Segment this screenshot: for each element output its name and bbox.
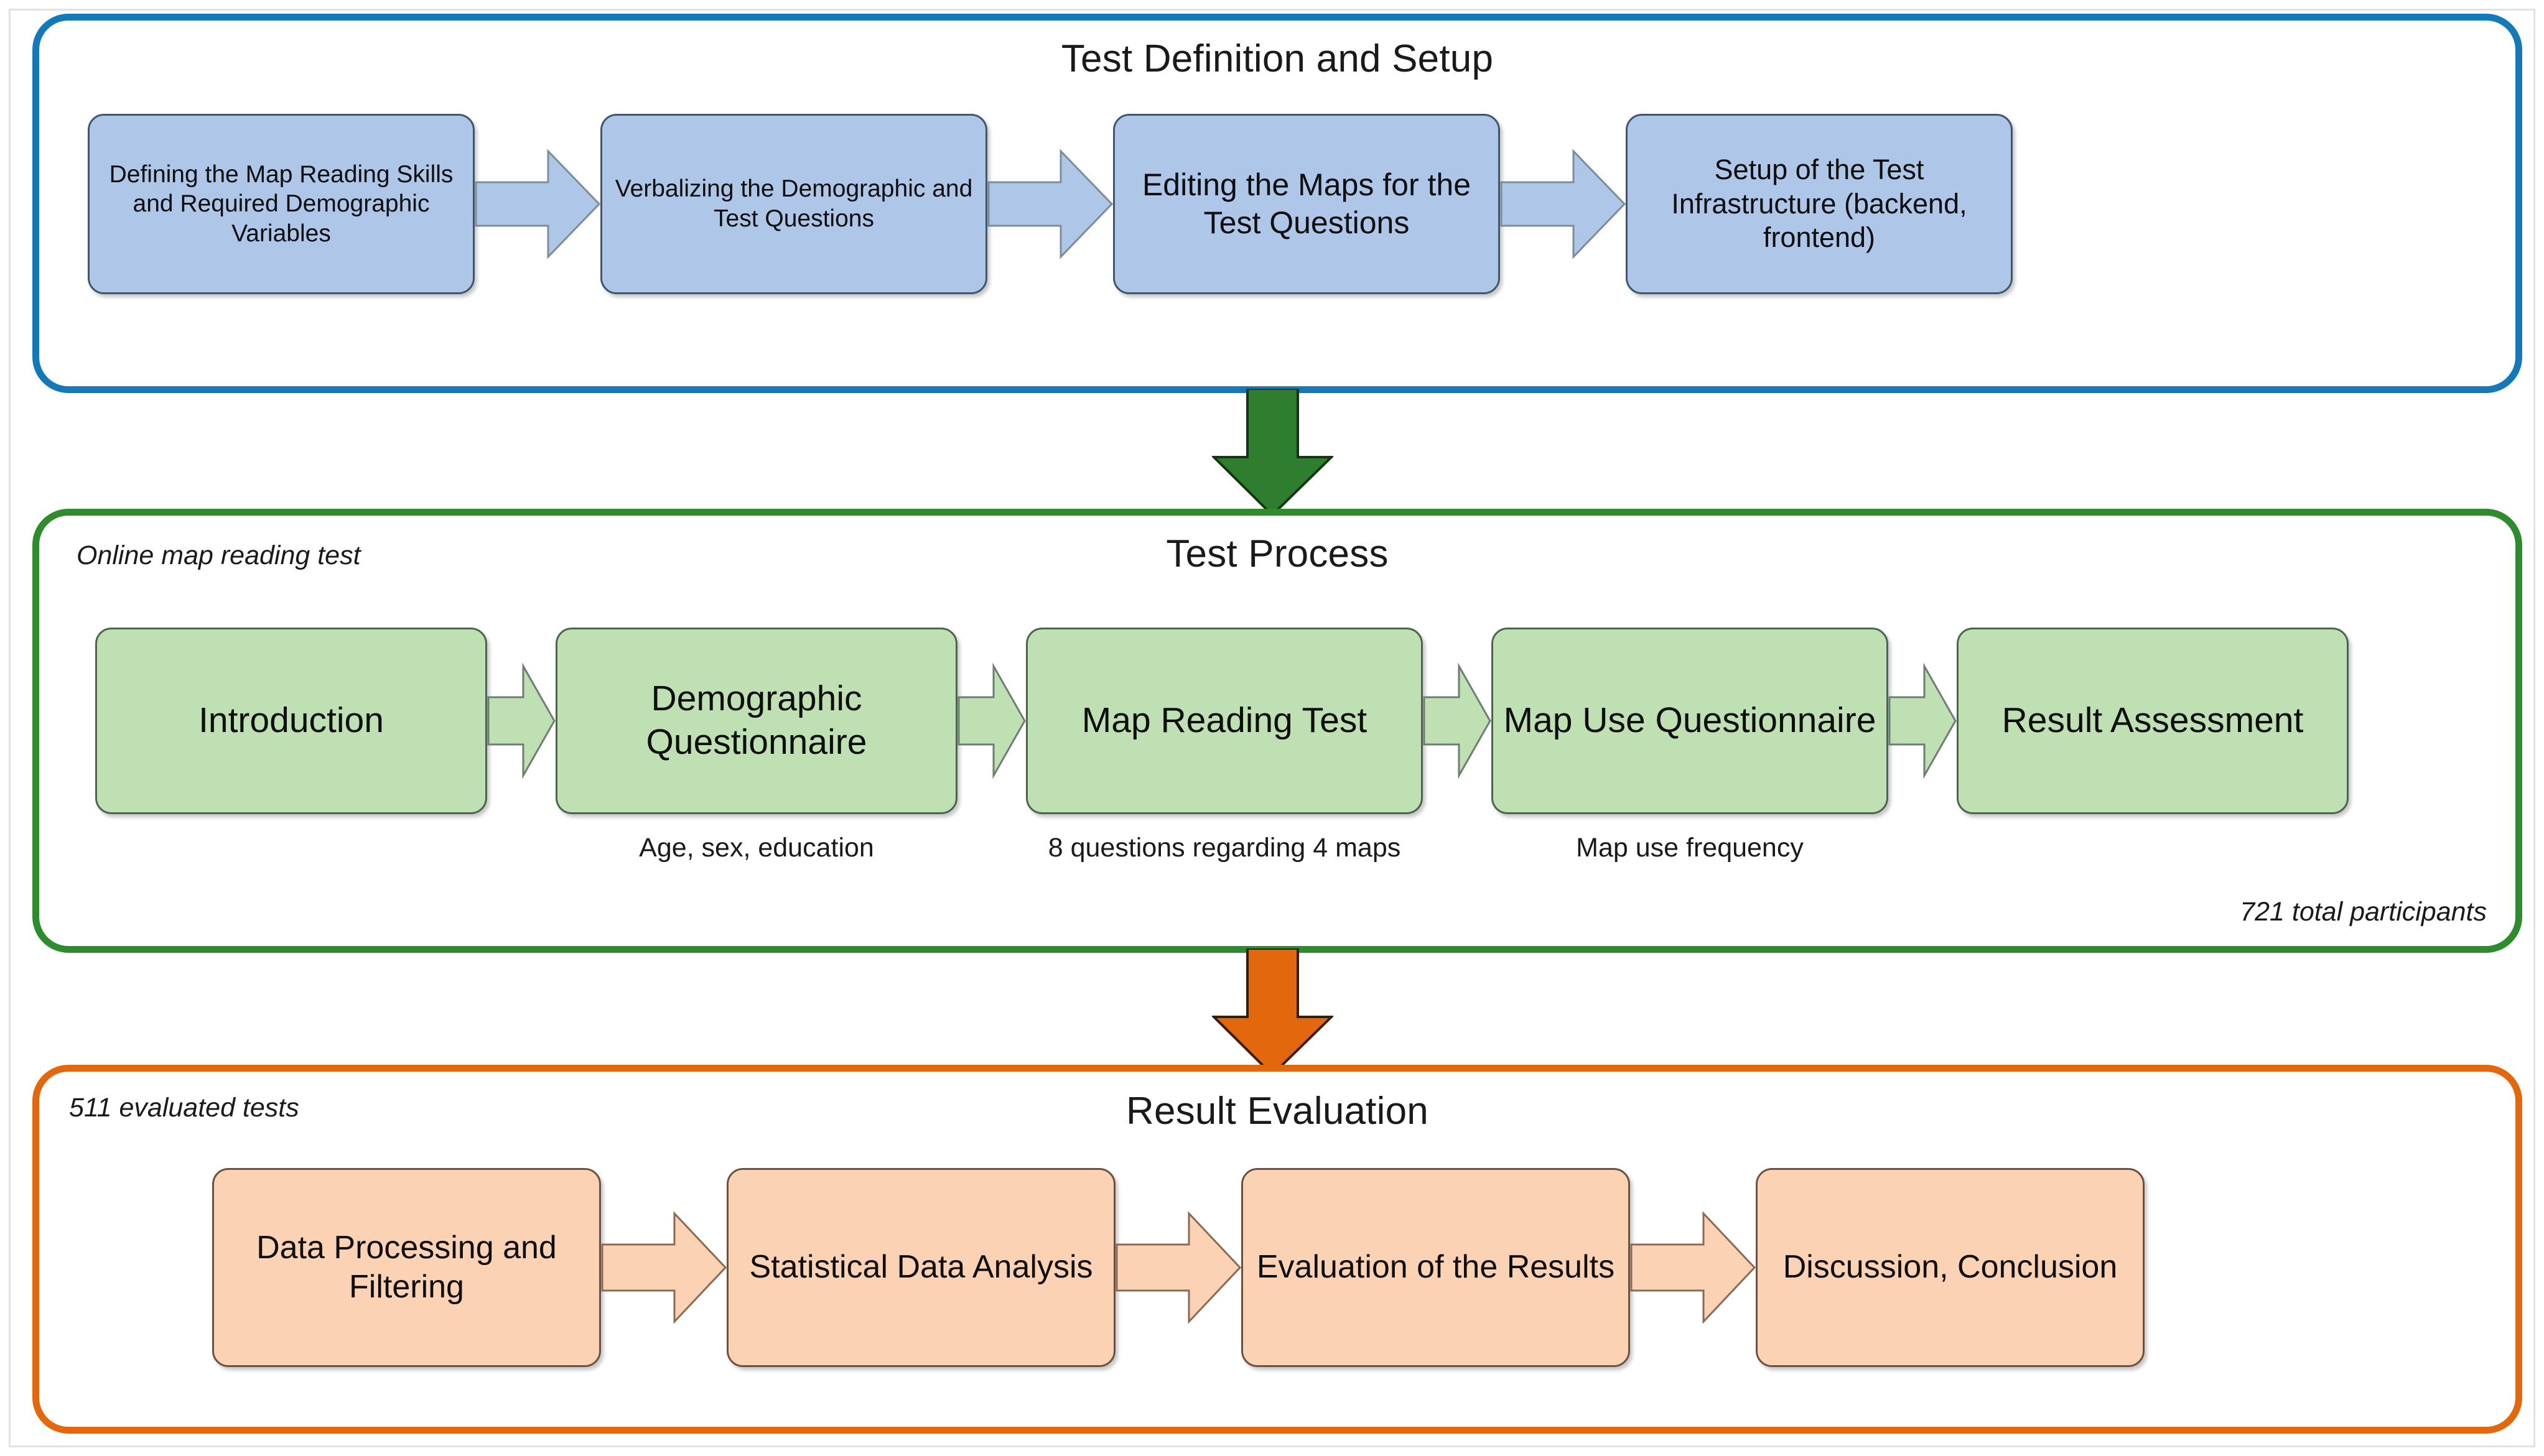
step-wrap-process-2: Demographic Questionnaire Age, sex, educ… [556, 628, 957, 863]
flow-arrow-process-4-5 [1888, 659, 1957, 783]
phase-title-test-process: Test Process [1166, 532, 1389, 575]
phase-panel-test-process: Test Process Online map reading test 721… [32, 509, 2522, 953]
step-wrap-eval-1: Data Processing and Filtering [212, 1168, 601, 1367]
arrow-down-icon-setup-to-process [1212, 389, 1333, 516]
flow-arrow-setup-2-3 [987, 145, 1113, 263]
step-wrap-process-4: Map Use Questionnaire Map use frequency [1491, 628, 1888, 863]
step-wrap-setup-2: Verbalizing the Demographic and Test Que… [600, 114, 987, 294]
step-wrap-setup-4: Setup of the Test Infrastructure (backen… [1626, 114, 2013, 294]
step-box-setup-test-infrastructure[interactable]: Setup of the Test Infrastructure (backen… [1626, 114, 2013, 294]
flow-arrow-eval-3-4 [1630, 1208, 1756, 1327]
flow-arrow-setup-3-4 [1500, 145, 1626, 263]
step-box-verbalizing-questions[interactable]: Verbalizing the Demographic and Test Que… [600, 114, 987, 294]
step-box-evaluation-of-results[interactable]: Evaluation of the Results [1241, 1168, 1630, 1367]
step-box-defining-map-reading-skills[interactable]: Defining the Map Reading Skills and Requ… [88, 114, 475, 294]
step-wrap-process-1: Introduction [95, 628, 487, 814]
step-wrap-setup-3: Editing the Maps for the Test Questions [1113, 114, 1500, 294]
flow-arrow-eval-1-2 [601, 1208, 727, 1327]
flow-arrow-eval-2-3 [1116, 1208, 1241, 1327]
step-wrap-eval-4: Discussion, Conclusion [1756, 1168, 2145, 1367]
phase-note-total-participants: 721 total participants [2240, 897, 2487, 927]
arrow-down-icon-process-to-evaluation [1212, 948, 1333, 1076]
flow-arrow-process-2-3 [957, 659, 1026, 783]
flow-arrow-process-3-4 [1423, 659, 1491, 783]
step-wrap-eval-2: Statistical Data Analysis [727, 1168, 1116, 1367]
step-box-introduction[interactable]: Introduction [95, 628, 487, 814]
step-box-statistical-data-analysis[interactable]: Statistical Data Analysis [727, 1168, 1116, 1367]
step-box-map-use-questionnaire[interactable]: Map Use Questionnaire [1491, 628, 1888, 814]
step-wrap-process-3: Map Reading Test 8 questions regarding 4… [1026, 628, 1423, 863]
step-box-editing-maps[interactable]: Editing the Maps for the Test Questions [1113, 114, 1500, 294]
step-caption-map-reading-test: 8 questions regarding 4 maps [1048, 833, 1401, 863]
phase-note-online-map-reading-test: Online map reading test [77, 540, 361, 570]
step-box-discussion-conclusion[interactable]: Discussion, Conclusion [1756, 1168, 2145, 1367]
step-box-demographic-questionnaire[interactable]: Demographic Questionnaire [556, 628, 957, 814]
step-wrap-eval-3: Evaluation of the Results [1241, 1168, 1630, 1367]
step-row-process: Introduction Demographic Questionnaire A… [95, 628, 2459, 863]
flow-arrow-setup-1-2 [475, 145, 600, 263]
step-wrap-setup-1: Defining the Map Reading Skills and Requ… [88, 114, 475, 294]
step-caption-map-use-questionnaire: Map use frequency [1576, 833, 1804, 863]
step-box-result-assessment[interactable]: Result Assessment [1957, 628, 2349, 814]
phase-panel-result-evaluation: Result Evaluation 511 evaluated tests Da… [32, 1065, 2522, 1434]
phase-title-result-evaluation: Result Evaluation [1126, 1090, 1428, 1133]
step-box-data-processing-filtering[interactable]: Data Processing and Filtering [212, 1168, 601, 1367]
step-row-setup: Defining the Map Reading Skills and Requ… [88, 114, 2471, 294]
phase-title-test-definition-setup: Test Definition and Setup [1061, 37, 1494, 80]
step-row-evaluation: Data Processing and Filtering Statistica… [212, 1168, 2365, 1367]
step-wrap-process-5: Result Assessment [1957, 628, 2349, 814]
step-box-map-reading-test[interactable]: Map Reading Test [1026, 628, 1423, 814]
phase-panel-test-definition-setup: Test Definition and Setup Defining the M… [32, 14, 2522, 393]
flow-arrow-process-1-2 [487, 659, 556, 783]
phase-note-evaluated-tests: 511 evaluated tests [69, 1093, 299, 1123]
step-caption-demographic-questionnaire: Age, sex, education [639, 833, 874, 863]
